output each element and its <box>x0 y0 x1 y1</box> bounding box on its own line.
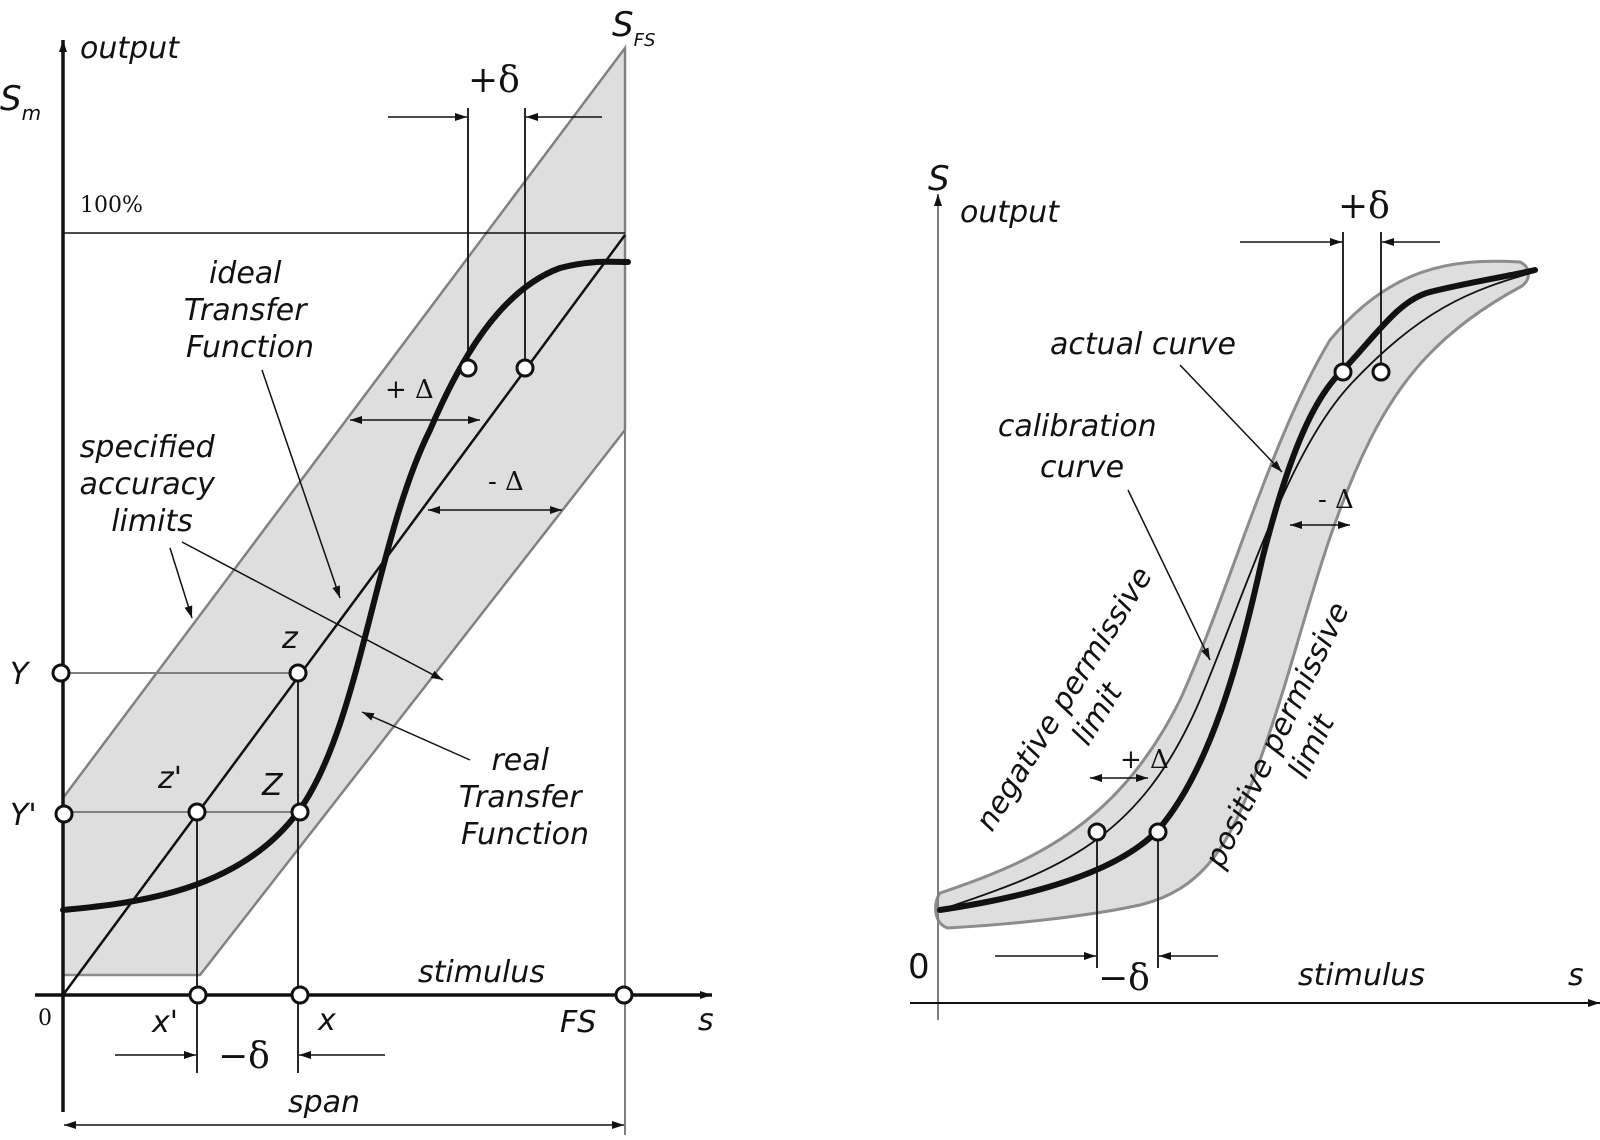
right-zero-label: 0 <box>908 947 930 987</box>
s-fs-label: SFS <box>612 5 655 51</box>
point-z <box>288 663 308 683</box>
right-diagram: S output +δ actual curve calibration cur… <box>908 159 1600 1020</box>
left-s-label: s <box>698 1003 714 1038</box>
point-Y-prime <box>54 804 74 824</box>
Y-label: Y <box>10 657 31 692</box>
point-ideal-upper <box>515 358 535 378</box>
Z-label: Z <box>261 768 284 803</box>
span-label: span <box>288 1085 360 1120</box>
right-s-label: s <box>1568 958 1584 993</box>
actual-curve-leader <box>1179 364 1283 473</box>
calibration-curve <box>939 271 1536 911</box>
hundred-percent-label: 100% <box>80 193 143 218</box>
right-minus-Delta-label: - Δ <box>1318 485 1354 515</box>
right-point-actual-upper <box>1333 362 1353 382</box>
accuracy-limits-label: specified accuracy limits <box>80 430 225 539</box>
FS-label: FS <box>560 1005 596 1040</box>
point-z-prime <box>187 802 207 822</box>
left-plus-delta-label: +δ <box>468 60 520 101</box>
x-prime-label: x' <box>151 1005 178 1040</box>
left-stimulus-label: stimulus <box>418 955 545 990</box>
right-S-label: S <box>928 159 950 199</box>
right-point-actual-lower <box>1148 822 1168 842</box>
left-diagram: output Sm SFS +δ 100% ideal Transfer Fun… <box>0 5 714 1135</box>
calibration-curve-label: calibration curve <box>998 409 1166 485</box>
point-x-prime <box>188 985 208 1005</box>
point-x <box>290 985 310 1005</box>
point-FS <box>614 985 634 1005</box>
point-Y <box>51 663 71 683</box>
actual-curve-label: actual curve <box>1050 327 1236 362</box>
actual-curve <box>937 267 1538 913</box>
s-m-label: Sm <box>0 79 41 125</box>
left-minus-delta-label: −δ <box>218 1036 270 1077</box>
point-real-upper <box>458 358 478 378</box>
right-plus-delta-label: +δ <box>1338 186 1390 227</box>
left-plus-Delta-label: + Δ <box>385 375 434 405</box>
right-output-label: output <box>960 195 1060 230</box>
lower-accuracy-limit <box>199 429 626 976</box>
right-stimulus-label: stimulus <box>1298 958 1425 993</box>
left-zero-label: 0 <box>38 1006 52 1031</box>
right-point-calibration-lower <box>1087 822 1107 842</box>
calibration-curve-leader <box>1127 489 1211 661</box>
accuracy-leader-upper <box>169 547 193 619</box>
accuracy-leader-lower <box>181 541 444 681</box>
ideal-transfer-label: ideal Transfer Function <box>184 256 316 365</box>
point-Z <box>290 802 310 822</box>
right-minus-delta-label: −δ <box>1098 958 1150 999</box>
z-prime-label: z' <box>157 761 182 796</box>
real-leader <box>361 711 471 761</box>
right-plus-Delta-label: + Δ <box>1120 745 1169 775</box>
left-output-label: output <box>80 31 180 66</box>
real-transfer-label: real Transfer Function <box>459 743 591 852</box>
x-label: x <box>317 1003 336 1038</box>
Y-prime-label: Y' <box>10 798 37 833</box>
left-minus-Delta-label: - Δ <box>488 467 524 497</box>
ideal-leader <box>261 369 341 599</box>
ideal-transfer-function-line <box>61 234 627 996</box>
real-transfer-function-curve <box>60 258 631 913</box>
right-point-calibration-upper <box>1371 362 1391 382</box>
z-label: z <box>281 621 299 656</box>
